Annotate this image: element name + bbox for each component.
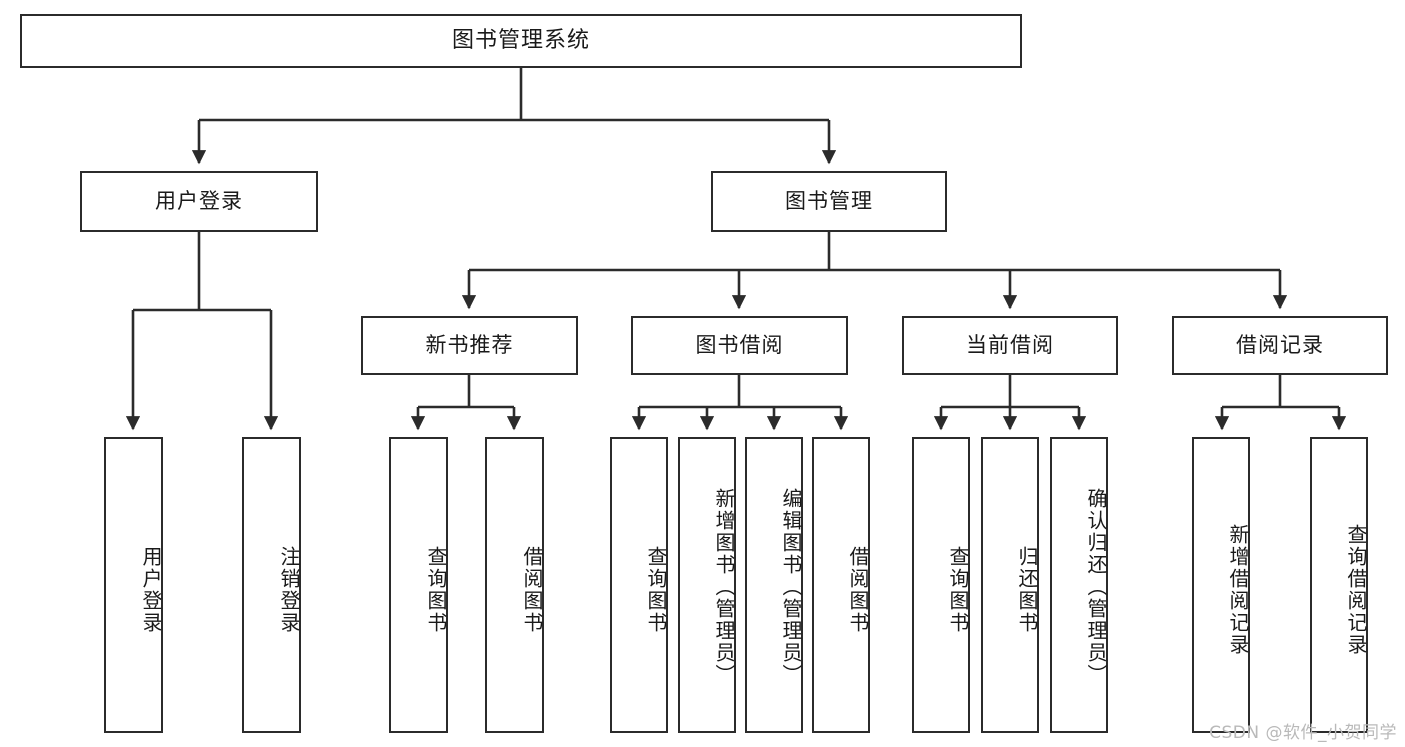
node-book-manage[interactable]: 图书管理 bbox=[711, 171, 947, 232]
node-new-book-recommend[interactable]: 新书推荐 bbox=[361, 316, 578, 375]
node-leaf-confirm-return-admin[interactable]: 确认归还（管理员） bbox=[1050, 437, 1108, 733]
node-leaf-user-login[interactable]: 用户登录 bbox=[104, 437, 163, 733]
node-user-login[interactable]: 用户登录 bbox=[80, 171, 318, 232]
node-leaf-query-book-2[interactable]: 查询图书 bbox=[610, 437, 668, 733]
node-borrow-record[interactable]: 借阅记录 bbox=[1172, 316, 1388, 375]
node-leaf-query-book-3[interactable]: 查询图书 bbox=[912, 437, 970, 733]
node-leaf-query-book-1[interactable]: 查询图书 bbox=[389, 437, 448, 733]
node-leaf-borrow-book-2[interactable]: 借阅图书 bbox=[812, 437, 870, 733]
node-leaf-borrow-book-1[interactable]: 借阅图书 bbox=[485, 437, 544, 733]
node-leaf-edit-book-admin[interactable]: 编辑图书（管理员） bbox=[745, 437, 803, 733]
node-leaf-return-book[interactable]: 归还图书 bbox=[981, 437, 1039, 733]
node-leaf-query-borrow-record[interactable]: 查询借阅记录 bbox=[1310, 437, 1368, 733]
node-leaf-add-borrow-record[interactable]: 新增借阅记录 bbox=[1192, 437, 1250, 733]
node-leaf-logout-login[interactable]: 注销登录 bbox=[242, 437, 301, 733]
node-leaf-add-book-admin[interactable]: 新增图书（管理员） bbox=[678, 437, 736, 733]
node-book-borrow[interactable]: 图书借阅 bbox=[631, 316, 848, 375]
watermark: CSDN @软件_小贺同学 bbox=[1209, 723, 1397, 743]
node-root-system[interactable]: 图书管理系统 bbox=[20, 14, 1022, 68]
node-current-borrow[interactable]: 当前借阅 bbox=[902, 316, 1118, 375]
